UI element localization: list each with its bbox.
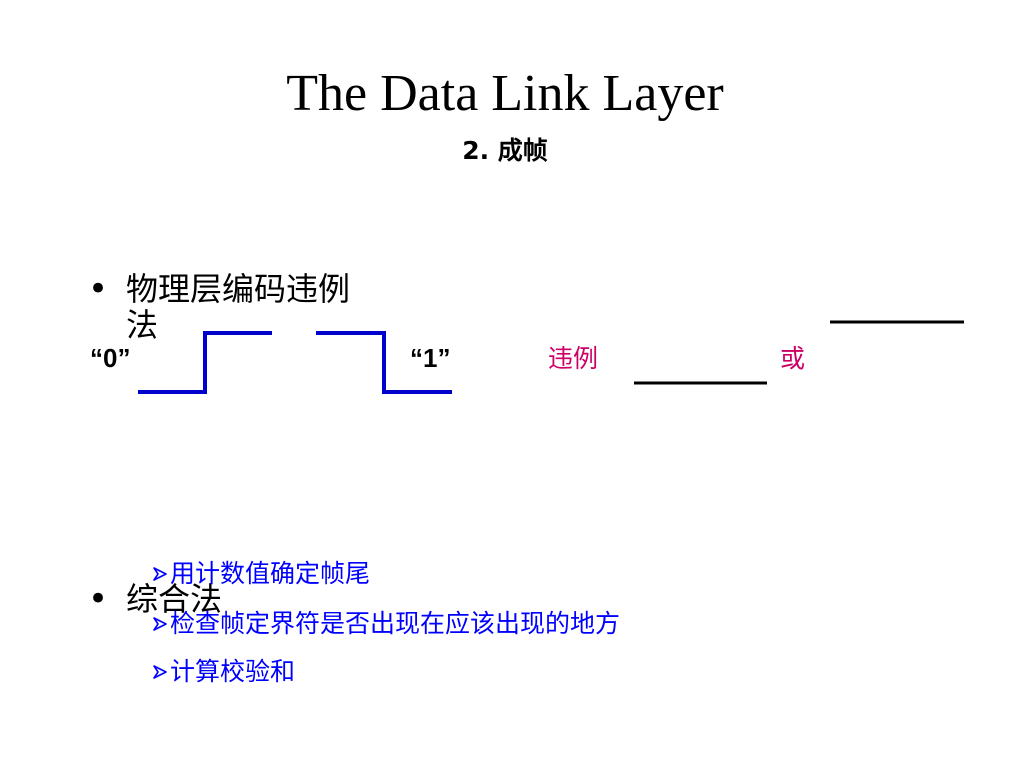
arrow-bullet-icon	[153, 617, 167, 631]
sub-item-count-value: 用计数值确定帧尾	[152, 558, 370, 590]
bullet-text-encoding-violation: 物理层编码违例	[126, 270, 351, 308]
sub-item-text: 计算校验和	[170, 657, 296, 686]
bullet-text-combined-method: 综合法	[126, 580, 223, 618]
one-label: “1”	[410, 343, 451, 373]
sub-item-text: 用计数值确定帧尾	[170, 559, 371, 588]
slide-subtitle: 2. 成帧	[462, 136, 548, 165]
slide-title: The Data Link Layer	[286, 65, 724, 122]
one-waveform	[316, 331, 452, 394]
sub-item-frame-delimiter: 检查帧定界符是否出现在应该出现的地方	[152, 608, 620, 640]
zero-waveform	[138, 331, 272, 394]
or-label: 或	[780, 344, 806, 373]
arrow-bullet-icon	[153, 665, 167, 679]
arrow-bullet-icon	[153, 567, 167, 581]
sub-item-text: 检查帧定界符是否出现在应该出现的地方	[170, 609, 621, 638]
bullet-text-encoding-violation-cont: 法	[126, 306, 159, 344]
zero-label: “0”	[90, 343, 131, 373]
sub-item-checksum: 计算校验和	[152, 656, 295, 688]
violation-label: 违例	[548, 344, 599, 373]
bullet-marker: •	[88, 269, 109, 309]
bullet-marker: •	[88, 579, 109, 619]
